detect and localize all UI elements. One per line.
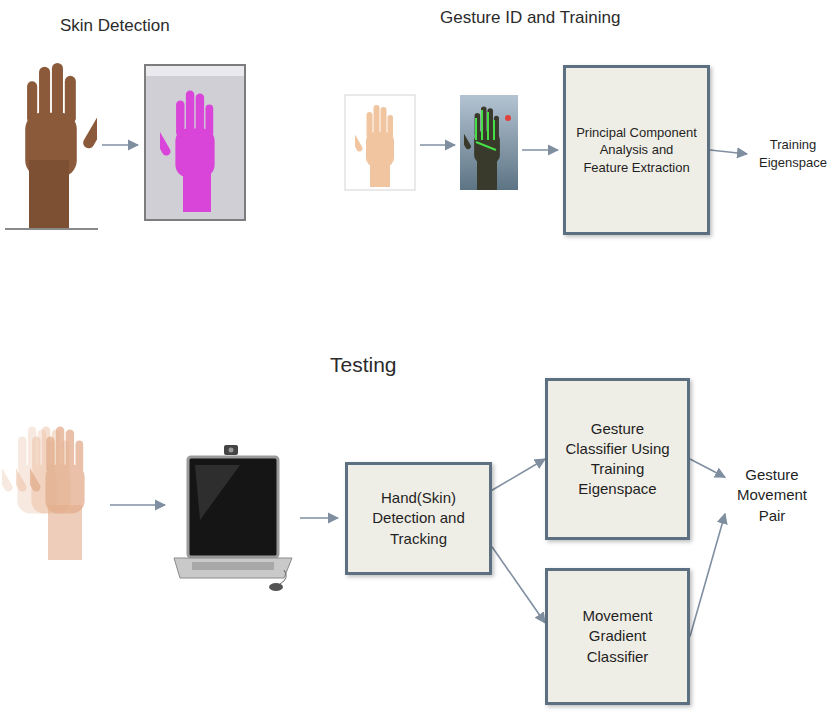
section-heading: Testing <box>330 352 397 377</box>
skin-window <box>145 65 245 220</box>
process-box: Gesture Classifier Using Training Eigens… <box>545 378 690 540</box>
output-label: Training Eigenspace <box>752 136 834 172</box>
hand-shape <box>25 63 110 177</box>
wrist <box>370 165 390 187</box>
flow-arrow <box>420 144 455 146</box>
hand-photo <box>25 63 110 228</box>
box-text: Training Eigenspace <box>752 136 834 171</box>
flow-arrow <box>522 149 558 151</box>
laptop <box>174 445 292 591</box>
feature-lines <box>476 110 496 150</box>
skin-mask-wrist <box>183 172 211 212</box>
process-box: Hand(Skin) Detection and Tracking <box>345 462 492 575</box>
mouse <box>269 583 283 591</box>
process-box: Principal Component Analysis and Feature… <box>563 65 710 235</box>
flow-arrow <box>690 459 725 477</box>
section-heading: Gesture ID and Training <box>440 8 620 28</box>
laptop-screen <box>188 457 278 557</box>
feature-photo <box>457 95 518 190</box>
wrist <box>29 160 69 228</box>
screen-glare <box>195 465 240 520</box>
output-label: Gesture Movement Pair <box>730 465 814 526</box>
window-frame <box>145 65 245 220</box>
window-titlebar <box>146 66 244 76</box>
box-text: Principal Component Analysis and Feature… <box>576 124 697 177</box>
photo-frame <box>345 95 415 190</box>
flow-arrow <box>300 517 338 519</box>
laptop-base <box>174 558 292 578</box>
keyboard <box>192 562 274 570</box>
box-text: Gesture Movement Pair <box>730 465 814 526</box>
flow-arrow <box>492 547 545 623</box>
hand-shape <box>348 105 394 167</box>
base-line <box>5 228 98 230</box>
box-text: Hand(Skin) Detection and Tracking <box>358 488 479 549</box>
process-box: Movement Gradient Classifier <box>545 568 690 705</box>
hand-shape <box>457 106 499 163</box>
box-text: Movement Gradient Classifier <box>558 606 677 667</box>
flow-arrow <box>690 514 725 637</box>
feature-dot <box>505 115 511 121</box>
hand-photo <box>345 95 415 190</box>
wrist <box>48 505 82 560</box>
flow-arrow <box>110 504 165 506</box>
flow-arrow <box>710 150 747 154</box>
hand-shape <box>20 427 85 514</box>
wrist <box>477 160 497 190</box>
box-text: Gesture Classifier Using Training Eigens… <box>558 419 677 500</box>
flow-arrow <box>102 144 138 146</box>
section-heading: Skin Detection <box>60 16 170 36</box>
flow-arrow <box>492 459 545 490</box>
mouse-cord <box>280 570 286 584</box>
webcam-lens <box>229 448 234 453</box>
skin-mask <box>150 91 215 178</box>
moving-hand <box>0 427 85 560</box>
webcam <box>224 445 238 455</box>
